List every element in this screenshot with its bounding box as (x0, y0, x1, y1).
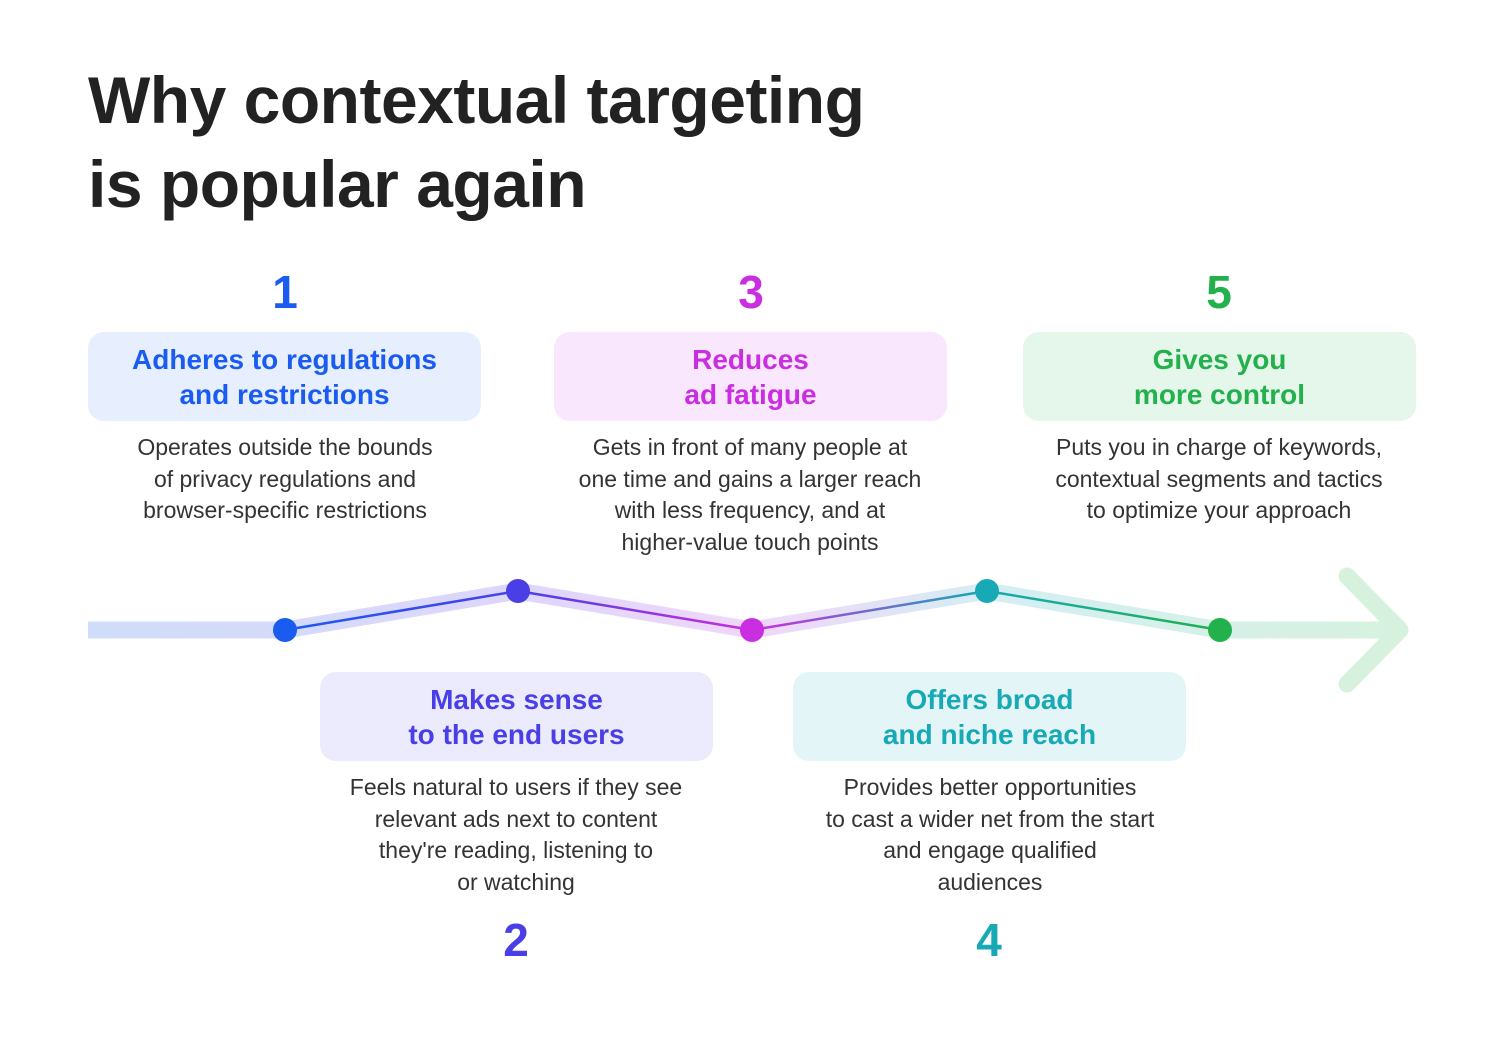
step-1-number: 1 (272, 266, 298, 318)
step-2-description: Feels natural to users if they see relev… (306, 772, 726, 898)
step-4-description-line-2: to cast a wider net from the start (825, 805, 1155, 832)
step-1-heading-line-2: and restrictions (179, 378, 390, 410)
step-4-description-line-1: Provides better opportunities (843, 774, 1137, 800)
step-1-marker (273, 618, 297, 642)
page-title: Why contextual targeting is popular agai… (88, 58, 1088, 226)
step-3-heading-line-2: ad fatigue (684, 378, 817, 410)
step-4-card: Offers broad and niche reach (793, 672, 1186, 761)
step-5-heading-line-2: more control (1133, 378, 1306, 410)
step-1-heading-line-1: Adheres to regulations (132, 343, 437, 375)
step-1-description-line-3: browser-specific restrictions (143, 497, 427, 523)
step-2-heading-line-1: Makes sense (430, 683, 603, 715)
step-3-description-line-1: Gets in front of many people at (592, 434, 908, 460)
step-2-description-line-3: they're reading, listening to (378, 837, 654, 863)
step-5-description: Puts you in charge of keywords, contextu… (1009, 432, 1429, 527)
step-2-description-line-2: relevant ads next to content (374, 805, 658, 832)
step-3-description: Gets in front of many people at one time… (540, 432, 960, 558)
step-1-description-line-2: of privacy regulations and (153, 465, 417, 492)
step-3-description-line-3: with less frequency, and at (614, 497, 886, 523)
step-4-description-line-3: and engage qualified (883, 837, 1097, 863)
step-1-description-line-1: Operates outside the bounds (137, 434, 433, 460)
step-5-heading-line-1: Gives you (1152, 343, 1287, 375)
step-2-heading-line-2: to the end users (408, 718, 625, 750)
step-3-heading-line-1: Reduces (692, 343, 809, 375)
step-1-card: Adheres to regulations and restrictions (88, 332, 481, 421)
step-5-number: 5 (1206, 266, 1232, 318)
step-3-card: Reduces ad fatigue (554, 332, 947, 421)
step-4-number: 4 (976, 914, 1002, 966)
step-4-marker (975, 579, 999, 603)
step-2-card: Makes sense to the end users (320, 672, 713, 761)
step-5-description-line-1: Puts you in charge of keywords, (1056, 434, 1382, 460)
step-2-number: 2 (503, 914, 529, 966)
step-5-description-line-2: contextual segments and tactics (1055, 465, 1383, 492)
step-5-card: Gives you more control (1023, 332, 1416, 421)
step-4-heading-line-2: and niche reach (882, 718, 1097, 750)
step-4-heading-line-1: Offers broad (905, 683, 1074, 715)
step-2-description-line-1: Feels natural to users if they see (349, 774, 683, 800)
arrow-head (1338, 567, 1409, 693)
step-2-description-line-4: or watching (457, 868, 575, 895)
title-line-2: is popular again (88, 147, 587, 221)
step-3-description-line-4: higher-value touch points (621, 528, 879, 555)
step-3-number: 3 (738, 266, 764, 318)
step-3-description-line-2: one time and gains a larger reach (578, 465, 922, 492)
step-4-description: Provides better opportunities to cast a … (780, 772, 1200, 898)
step-5-description-line-3: to optimize your approach (1086, 497, 1352, 523)
step-2-marker (506, 579, 530, 603)
step-4-description-line-4: audiences (937, 868, 1043, 895)
step-1-description: Operates outside the bounds of privacy r… (75, 432, 495, 527)
title-line-1: Why contextual targeting (88, 63, 865, 137)
step-3-marker (740, 618, 764, 642)
step-5-marker (1208, 618, 1232, 642)
